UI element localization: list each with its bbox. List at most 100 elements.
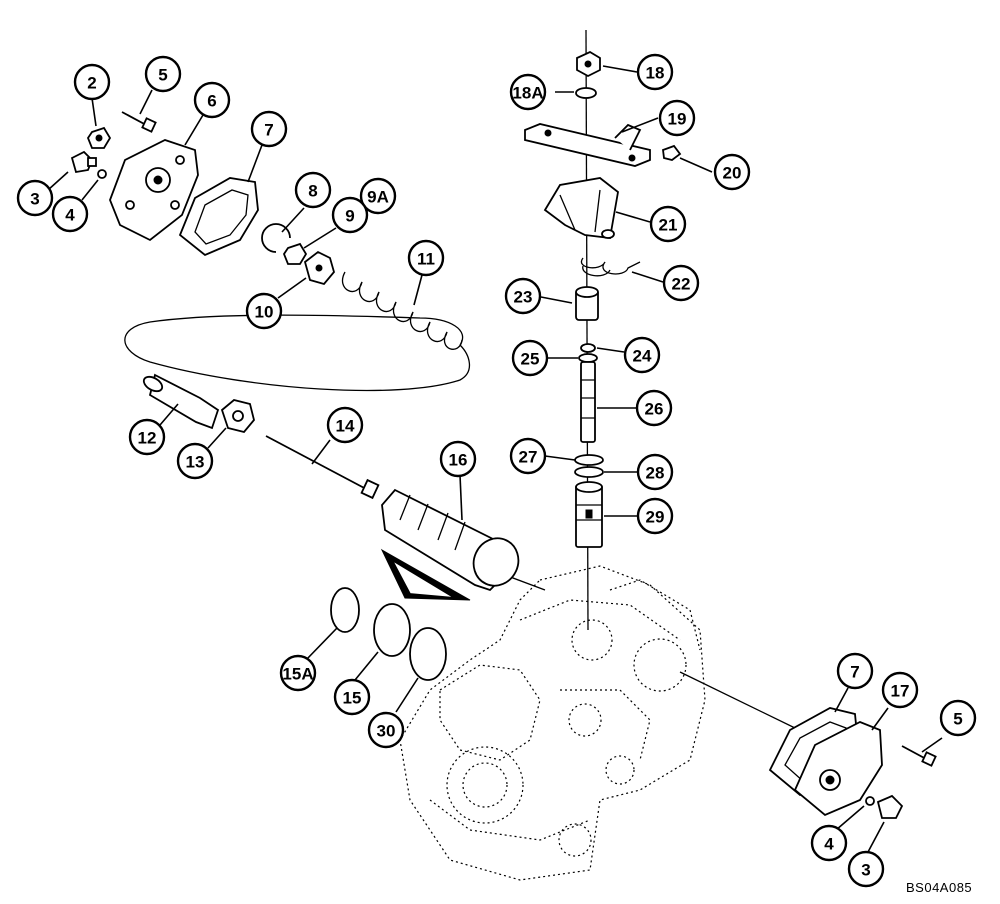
part-gasket-left [178,177,259,257]
callout-5-right: 5 [939,699,977,737]
svg-text:3: 3 [30,190,39,209]
svg-text:30: 30 [377,722,396,741]
part-washer-4-left [97,169,107,179]
svg-text:29: 29 [646,508,665,527]
part-bracket-21 [543,177,619,239]
callout-27: 27 [509,437,547,475]
part-ring-15 [373,603,411,657]
svg-text:9: 9 [345,207,354,226]
svg-text:16: 16 [449,451,468,470]
callout-18: 18 [636,53,674,91]
callout-24: 24 [623,336,661,374]
svg-text:23: 23 [514,288,533,307]
part-sleeve-29 [575,481,603,548]
svg-text:4: 4 [65,206,75,225]
svg-text:5: 5 [953,710,962,729]
callout-6: 6 [193,81,231,119]
svg-text:24: 24 [633,347,652,366]
callout-12: 12 [128,418,166,456]
callout-15: 15 [333,678,371,716]
callout-17: 17 [881,671,919,709]
callout-3-left: 3 [16,179,54,217]
svg-text:9A: 9A [367,188,389,207]
part-bolt-5-left [121,111,157,133]
pump-housing [399,565,706,881]
callout-7-left: 7 [250,110,288,148]
callout-4-left: 4 [51,195,89,233]
svg-text:19: 19 [668,110,687,129]
part-nut-18 [576,50,601,78]
svg-text:14: 14 [336,417,355,436]
callout-7-right: 7 [836,652,874,690]
svg-text:15A: 15A [282,665,313,684]
part-nut-9 [282,242,308,265]
svg-text:20: 20 [723,164,742,183]
svg-text:4: 4 [824,835,834,854]
callout-13: 13 [176,442,214,480]
callout-11: 11 [407,239,445,277]
part-spring-22 [580,257,641,277]
part-cover-left [109,139,199,242]
svg-text:3: 3 [861,861,870,880]
svg-text:21: 21 [659,216,678,235]
svg-text:22: 22 [672,275,691,294]
callout-22: 22 [662,264,700,302]
svg-text:11: 11 [417,250,435,269]
leader-lines [47,65,943,853]
part-screw-20 [662,144,682,161]
part-retainer-13 [220,399,255,434]
part-spring-11 [342,271,463,350]
callout-5-left: 5 [144,55,182,93]
svg-text:7: 7 [850,663,859,682]
part-seat-10 [303,250,335,286]
svg-text:27: 27 [519,448,538,467]
callout-20: 20 [713,153,751,191]
svg-text:8: 8 [308,182,317,201]
callout-8: 8 [294,171,332,209]
part-plug-3-right [876,794,904,819]
callout-18A: 18A [509,73,547,111]
svg-text:28: 28 [646,464,665,483]
callout-19: 19 [658,99,696,137]
svg-text:18A: 18A [512,84,543,103]
callout-25: 25 [511,339,549,377]
part-cover-17 [793,721,883,817]
figure-reference-code: BS04A085 [906,880,973,895]
callout-30: 30 [367,711,405,749]
svg-text:25: 25 [521,350,540,369]
part-washer-4-right [865,796,875,806]
svg-text:7: 7 [264,121,273,140]
callout-21: 21 [649,205,687,243]
svg-text:2: 2 [87,74,96,93]
part-piston-16 [380,488,520,601]
part-cap-23 [575,286,599,321]
callout-29: 29 [636,497,674,535]
svg-text:12: 12 [138,429,157,448]
svg-text:13: 13 [186,453,205,472]
part-bolt-14 [265,435,380,500]
svg-text:26: 26 [645,400,664,419]
callout-23: 23 [504,277,542,315]
svg-text:5: 5 [158,66,167,85]
callout-15A: 15A [279,654,317,692]
svg-text:17: 17 [891,682,910,701]
callout-9: 9 [331,196,369,234]
part-ring-24-25 [578,343,598,363]
svg-text:6: 6 [207,92,216,111]
part-plug-3-left [70,150,97,174]
callout-10: 10 [245,292,283,330]
callout-4-right: 4 [810,824,848,862]
part-sleeve-12 [142,373,220,430]
svg-text:18: 18 [646,64,665,83]
callout-26: 26 [635,389,673,427]
part-spool-26 [580,361,596,443]
callout-14: 14 [326,406,364,444]
part-ring-15A [330,587,360,633]
svg-text:15: 15 [343,689,362,708]
callout-16: 16 [439,440,477,478]
callout-3-right: 3 [847,850,885,888]
part-lockwasher-18A [575,87,597,99]
part-nut-2 [86,126,112,149]
part-ring-27-28 [574,454,604,478]
